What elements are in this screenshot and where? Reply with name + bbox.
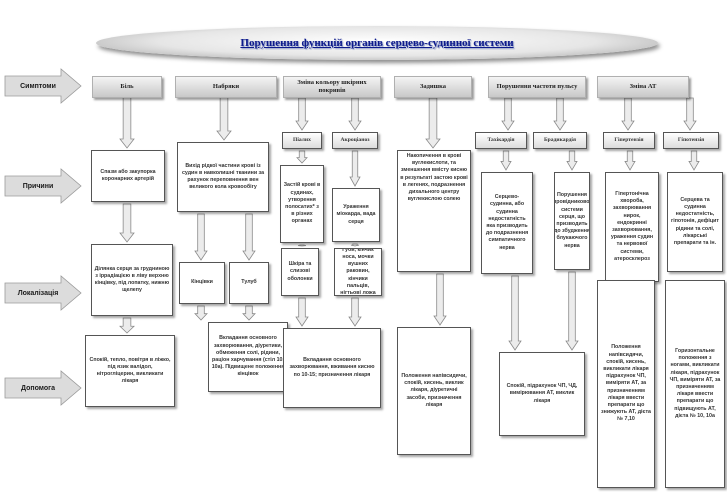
- cell-acrocyanosis-cause: Ураження міокарда, вада серця: [332, 188, 380, 242]
- arrow-acro-cause-to-loc: [350, 243, 360, 247]
- column-skin-color-header: Зміна кольору шкірних покривів: [283, 76, 381, 98]
- arrow-pallor-loc-to-help: [295, 297, 309, 327]
- diagram-title: Порушення функцій органів серцево-судинн…: [96, 26, 658, 60]
- cell-pallor-localization: Шкіра та слизові оболонки: [281, 248, 319, 296]
- row-symptoms-arrow: Симптоми: [3, 68, 83, 104]
- diagram-title-text: Порушення функцій органів серцево-судинн…: [240, 37, 514, 49]
- arrow-acro-loc-to-help: [348, 297, 362, 327]
- arrow-bp-to-hypo: [683, 97, 697, 131]
- cell-pain-cause: Спазм або закупорка коронарних артерій: [91, 150, 165, 202]
- row-symptoms-label: Симптоми: [20, 82, 56, 90]
- cell-hypertension-first-aid: Положення напівсидячи, спокій, кисень, в…: [597, 280, 655, 488]
- column-bp-header: Зміна АТ: [597, 76, 689, 98]
- column-pulse-header: Порушення частоти пульсу: [488, 76, 586, 98]
- cell-bradycardia-cause: Порушення провідникової системи серця, щ…: [554, 172, 590, 270]
- cell-pallor-cause: Застій крові в судинах, утворення полоса…: [280, 165, 324, 243]
- row-first-aid-arrow: Допомога: [3, 370, 83, 406]
- arrow-hypo-to-cause: [688, 150, 700, 171]
- cell-pain-localization: Ділянка серця за грудниною з іррадіацією…: [91, 244, 173, 316]
- arrow-pallor-to-cause: [296, 150, 308, 164]
- cell-dyspnea-cause: Накопичення в крові вуглекислоти, та зме…: [397, 150, 471, 272]
- row-localization-label: Локалізація: [17, 289, 59, 297]
- arrow-brady-cause-to-help: [565, 271, 579, 351]
- arrow-dyspnea-cause-to-help: [433, 273, 447, 326]
- subheader-tachycardia: Тахікардія: [475, 132, 527, 149]
- row-first-aid-label: Допомога: [21, 384, 55, 392]
- subheader-acrocyanosis: Акроціаноз: [332, 132, 378, 149]
- cell-pain-first-aid: Спокій, тепло, повітря в ліжко, під язик…: [85, 335, 175, 407]
- cell-pulse-first-aid: Спокій, підрахунок ЧП, ЧД, вимірювання А…: [499, 352, 585, 436]
- cell-tachycardia-cause: Серцево-судинна, або судинна недостатніс…: [481, 172, 533, 274]
- subheader-bradycardia: Брадикардія: [533, 132, 587, 149]
- arrow-tachy-to-cause: [500, 150, 512, 171]
- column-dyspnea-header: Задишка: [394, 76, 472, 98]
- cell-acrocyanosis-localization: Губи, кінчик носа, мочки вушних раковин,…: [334, 248, 382, 296]
- arrow-swelling-cause-to-torso: [242, 213, 256, 261]
- subheader-pallor: Піалих: [282, 132, 322, 149]
- cell-dyspnea-first-aid: Положення напівсидячи, спокій, кисень, в…: [397, 327, 471, 455]
- arrow-tachy-cause-to-help: [508, 275, 522, 351]
- arrow-pain-cause-to-localization: [119, 203, 135, 243]
- cell-hypotension-cause: Серцева та судинна недостатність, гіпото…: [667, 172, 723, 272]
- arrow-pain-to-cause: [119, 96, 135, 149]
- arrow-pallor-cause-to-loc: [297, 244, 307, 247]
- cell-skin-color-first-aid: Вкладання основного захворювання, вживан…: [283, 328, 381, 408]
- column-swelling-header: Набряки: [175, 76, 277, 98]
- row-causes-arrow: Причини: [3, 168, 83, 204]
- cell-hypotension-first-aid: Горизонтальне положення з ногами, виклик…: [665, 280, 725, 488]
- arrow-swelling-to-cause: [216, 96, 232, 141]
- arrow-pain-localization-to-help: [119, 317, 135, 334]
- arrow-pulse-to-tachy: [501, 97, 515, 131]
- arrow-swelling-cause-to-limbs: [194, 213, 208, 261]
- arrow-pulse-to-brady: [553, 97, 567, 131]
- cell-hypertension-cause: Гіпертонічна хвороба, захворювання нирок…: [605, 172, 659, 282]
- column-pain-header: Біль: [92, 76, 162, 98]
- row-localization-arrow: Локалізація: [3, 275, 83, 311]
- arrow-acro-to-cause: [349, 150, 361, 187]
- cell-swelling-localization-torso: Тулуб: [229, 262, 269, 304]
- arrow-limbs-to-help: [194, 305, 208, 321]
- subheader-hypertension: Гіпертензія: [603, 132, 655, 149]
- arrow-brady-to-cause: [566, 150, 578, 171]
- arrow-skin-to-acrocyanosis: [348, 97, 362, 131]
- cell-swelling-first-aid: Вкладання основного захворювання, діурет…: [208, 322, 288, 392]
- arrow-torso-to-help: [242, 305, 256, 321]
- arrow-hyper-to-cause: [624, 150, 636, 171]
- cell-swelling-cause: Вихід рідкої частини крові із судин в на…: [177, 142, 269, 212]
- arrow-bp-to-hyper: [621, 97, 635, 131]
- cell-swelling-localization-limbs: Кінцівки: [179, 262, 225, 304]
- arrow-dyspnea-to-cause: [425, 97, 441, 149]
- subheader-hypotension: Гіпотензія: [663, 132, 719, 149]
- row-causes-label: Причини: [22, 182, 54, 190]
- arrow-skin-to-pallor: [295, 97, 309, 131]
